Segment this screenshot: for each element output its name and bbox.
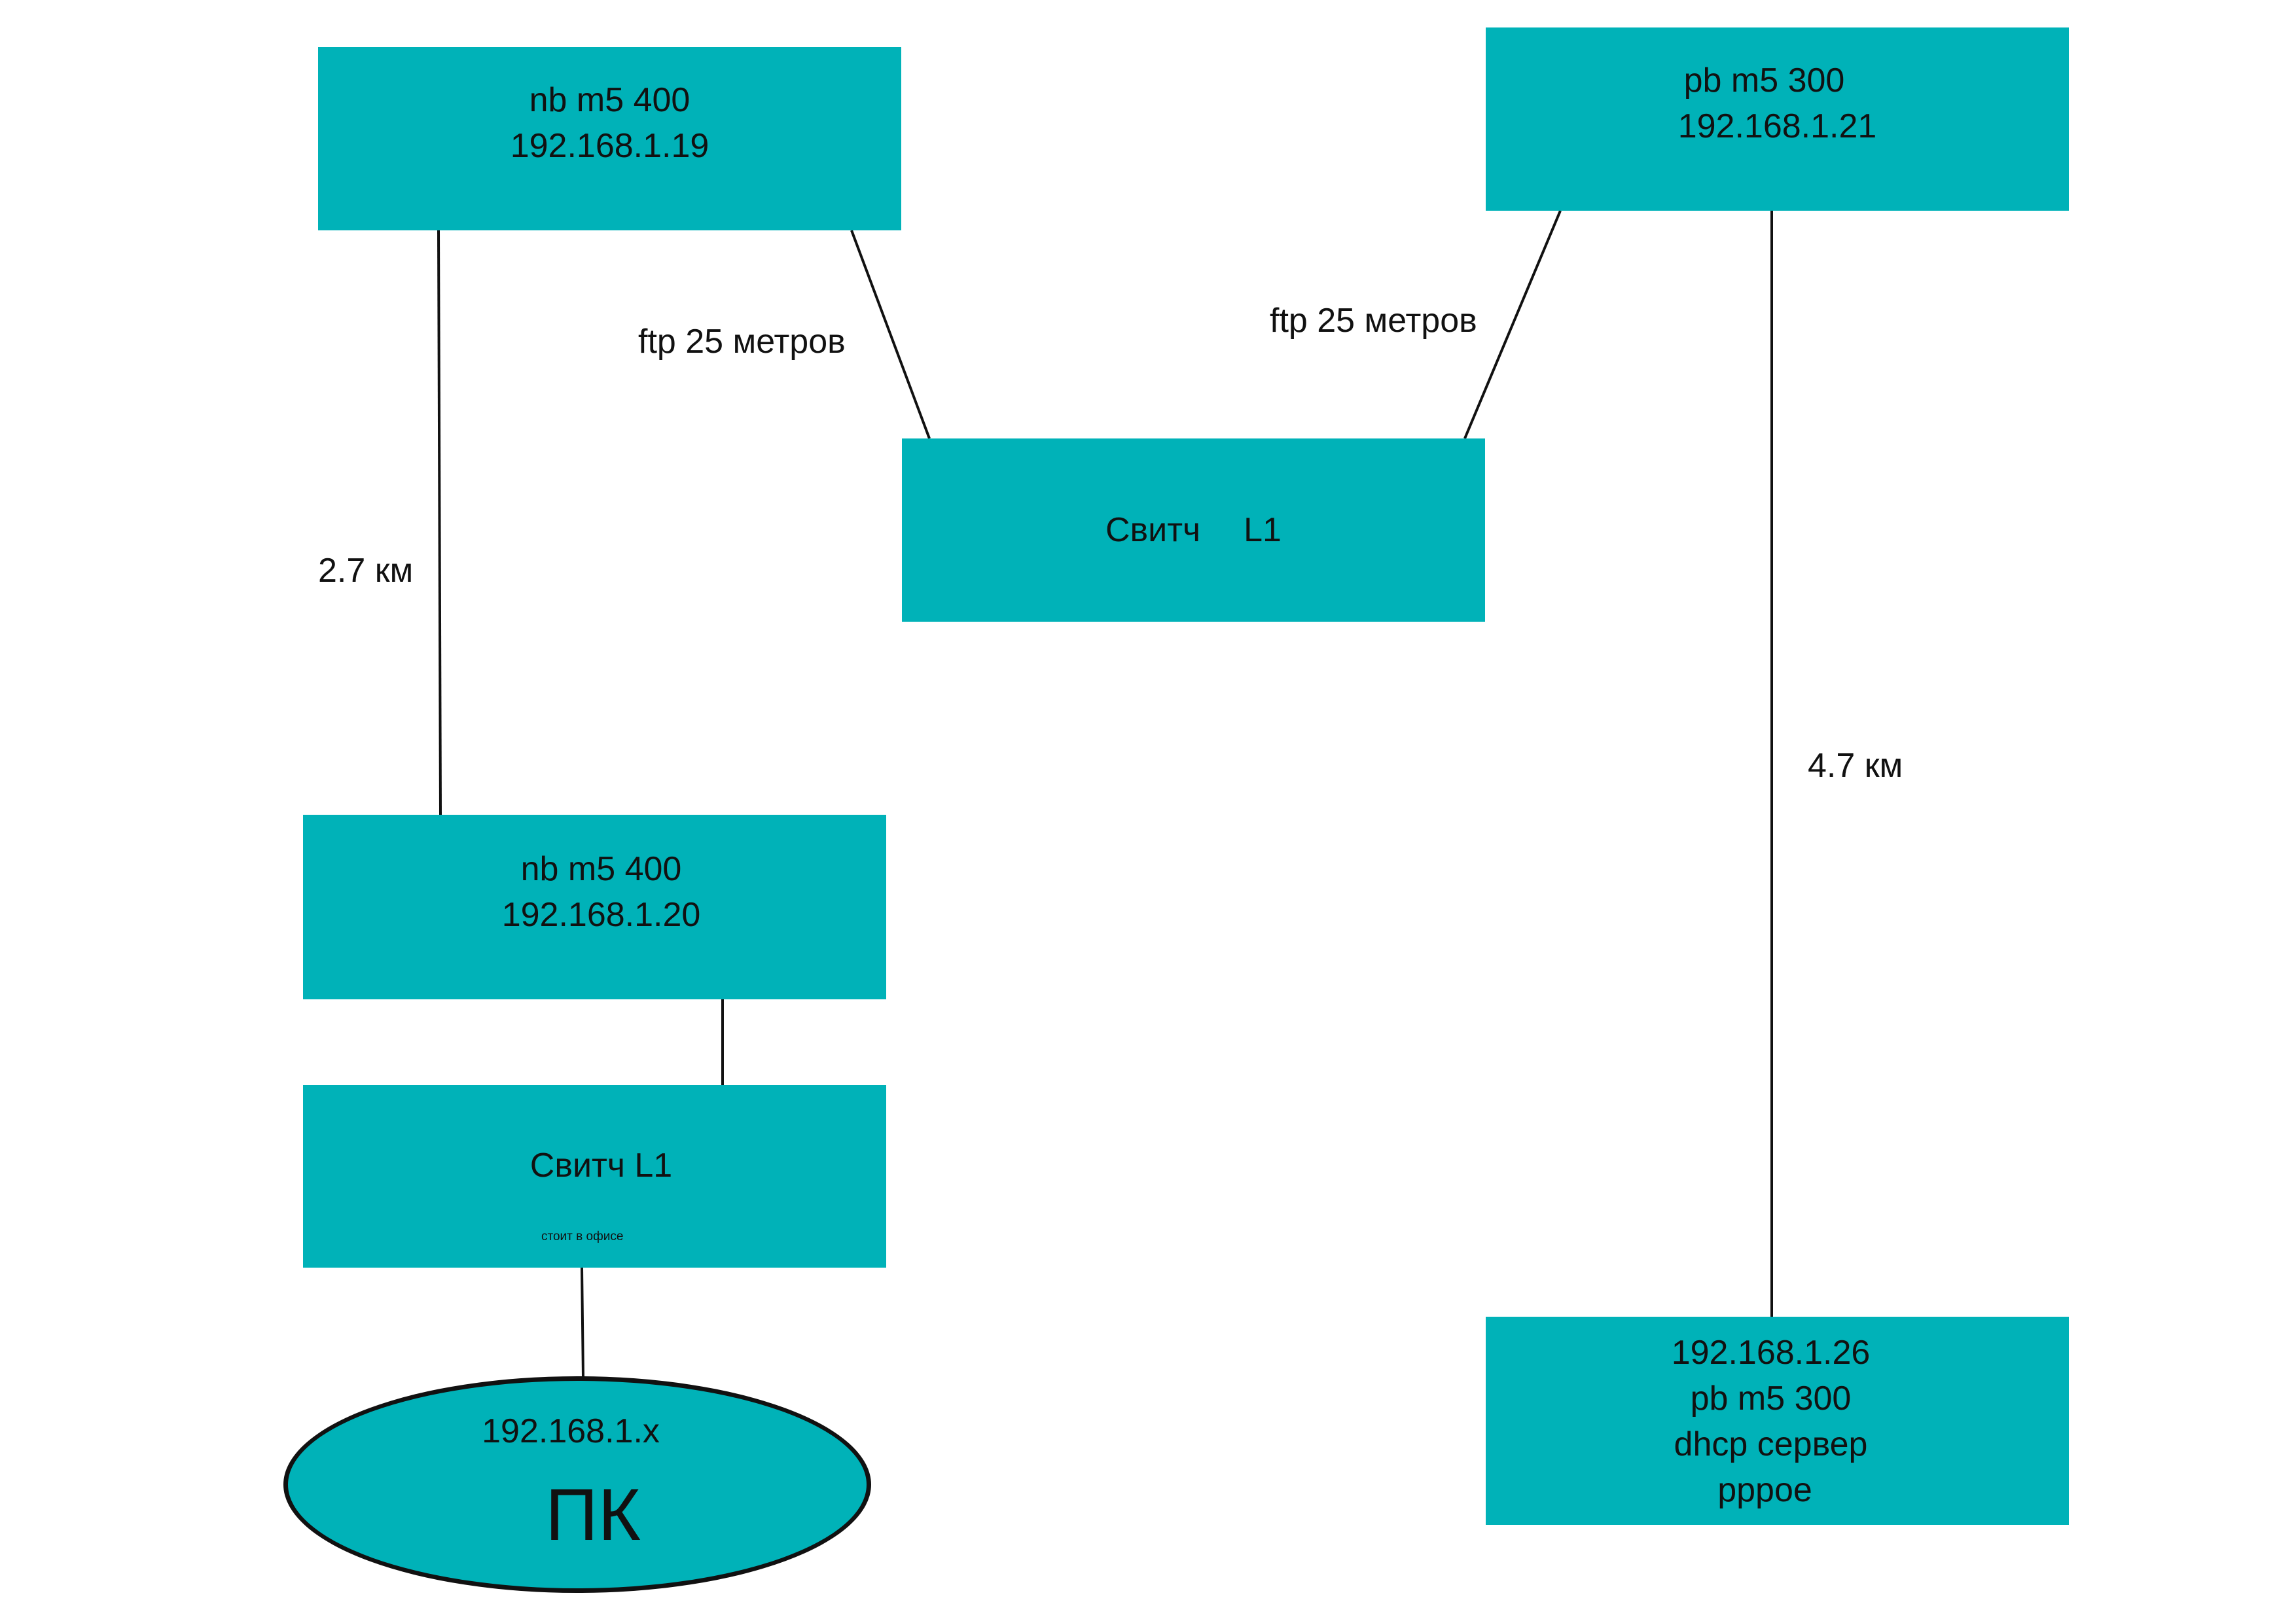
node-pc-ip: 192.168.1.x [482,1412,660,1450]
node-pc-label: ПК [545,1474,641,1556]
link-label-left-distance: 2.7 км [318,552,414,590]
node-dhcp-role: dhcp сервер [1674,1425,1868,1463]
node-nb-bottom: nb m5 400 192.168.1.20 [303,815,886,999]
node-nb-top-model: nb m5 400 [529,81,691,119]
node-switch-mid: Свитч L1 [902,438,1485,622]
node-dhcp-ip: 192.168.1.26 [1671,1334,1871,1372]
node-switch-mid-suffix: L1 [1244,511,1282,549]
link-label-left-ftp: ftp 25 метров [638,323,846,361]
node-switch-office: Свитч L1 стоит в офисе [303,1085,886,1268]
node-switch-office-note: стоит в офисе [541,1230,624,1243]
link-pb-top-to-switch [1463,210,1562,439]
link-switch-office-to-pc [581,1267,584,1378]
node-pb-top: pb m5 300 192.168.1.21 [1486,27,2069,211]
link-label-right-ftp: ftp 25 метров [1270,302,1477,340]
node-nb-top: nb m5 400 192.168.1.19 [318,47,901,230]
link-label-right-distance: 4.7 км [1808,747,1903,785]
node-pc: 192.168.1.x ПК [283,1376,871,1593]
node-dhcp-server: 192.168.1.26 pb m5 300 dhcp сервер pppoe [1486,1317,2069,1525]
node-pb-top-ip: 192.168.1.21 [1677,107,1877,145]
node-nb-bottom-model: nb m5 400 [520,850,682,888]
link-nb-top-to-nb-bottom [437,230,442,815]
node-dhcp-protocol: pppoe [1717,1471,1812,1509]
node-dhcp-model: pb m5 300 [1690,1380,1852,1418]
node-pb-top-model: pb m5 300 [1683,62,1845,99]
node-nb-bottom-ip: 192.168.1.20 [501,896,701,934]
node-switch-mid-label: Свитч L1 [902,507,1485,553]
link-nb-top-to-switch [850,230,931,439]
node-switch-office-label: Свитч L1 [529,1147,673,1185]
node-nb-top-ip: 192.168.1.19 [510,127,709,165]
node-switch-mid-name: Свитч [1105,511,1201,549]
